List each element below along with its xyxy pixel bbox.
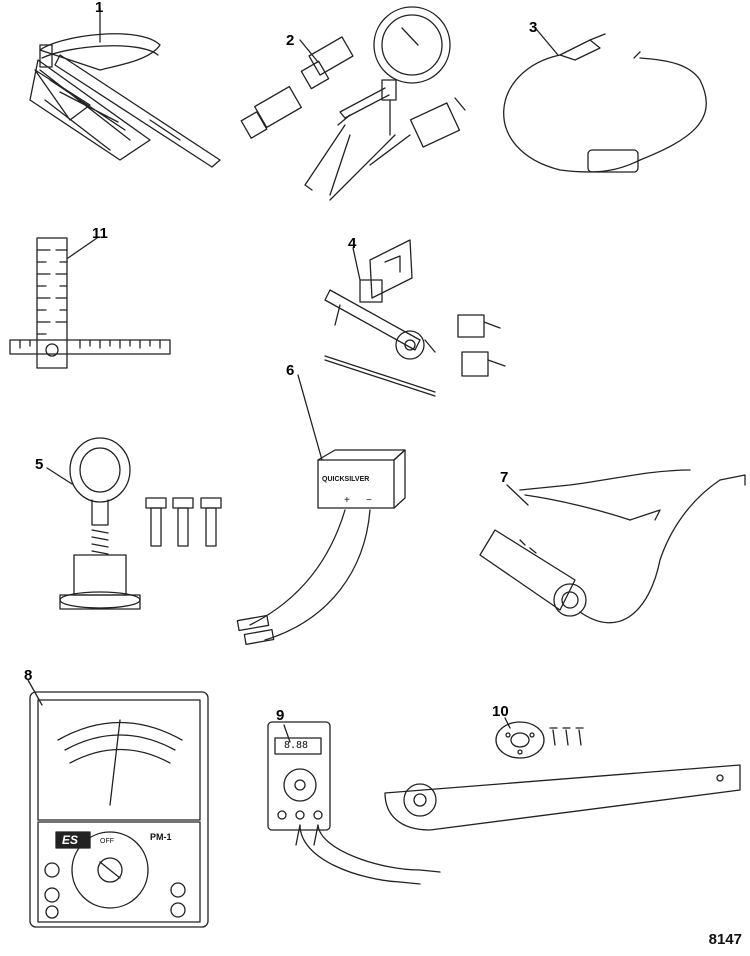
callout-10: 10 [492,703,509,720]
callout-4: 4 [348,235,357,252]
callout-11: 11 [92,225,108,242]
callout-2: 2 [286,32,295,49]
callout-9: 9 [276,707,285,724]
box6-minus-label: − [366,495,372,506]
tool-3-test-lead [503,29,707,173]
callout-8: 8 [24,667,33,684]
mm9-display: 8.88 [284,740,309,751]
callout-5: 5 [35,456,44,473]
tool-6-test-box [236,374,406,646]
callout-7: 7 [500,469,509,486]
mm8-off-label: OFF [100,838,114,845]
tool-7-probe [479,469,746,624]
callout-6: 6 [286,362,295,379]
mm8-model-label: PM-1 [150,832,172,842]
tool-1-tape-gauge [29,7,221,168]
callout-1: 1 [95,0,104,16]
tool-5-lifting-eye [46,437,222,610]
tool-4-indicator-bracket [324,239,506,397]
box6-brand-label: QUICKSILVER [322,476,370,483]
tool-2-dial-gauge-kit [240,6,466,201]
mm8-brand-label: ES [62,833,79,847]
box6-plus-label: + [344,495,350,506]
figure-id: 8147 [708,931,742,948]
tool-10-holder [384,717,741,831]
callout-3: 3 [529,19,538,36]
tool-9-digital-multimeter [267,721,441,885]
tool-11-square-ruler [9,237,171,369]
tool-8-multimeter [27,679,209,928]
